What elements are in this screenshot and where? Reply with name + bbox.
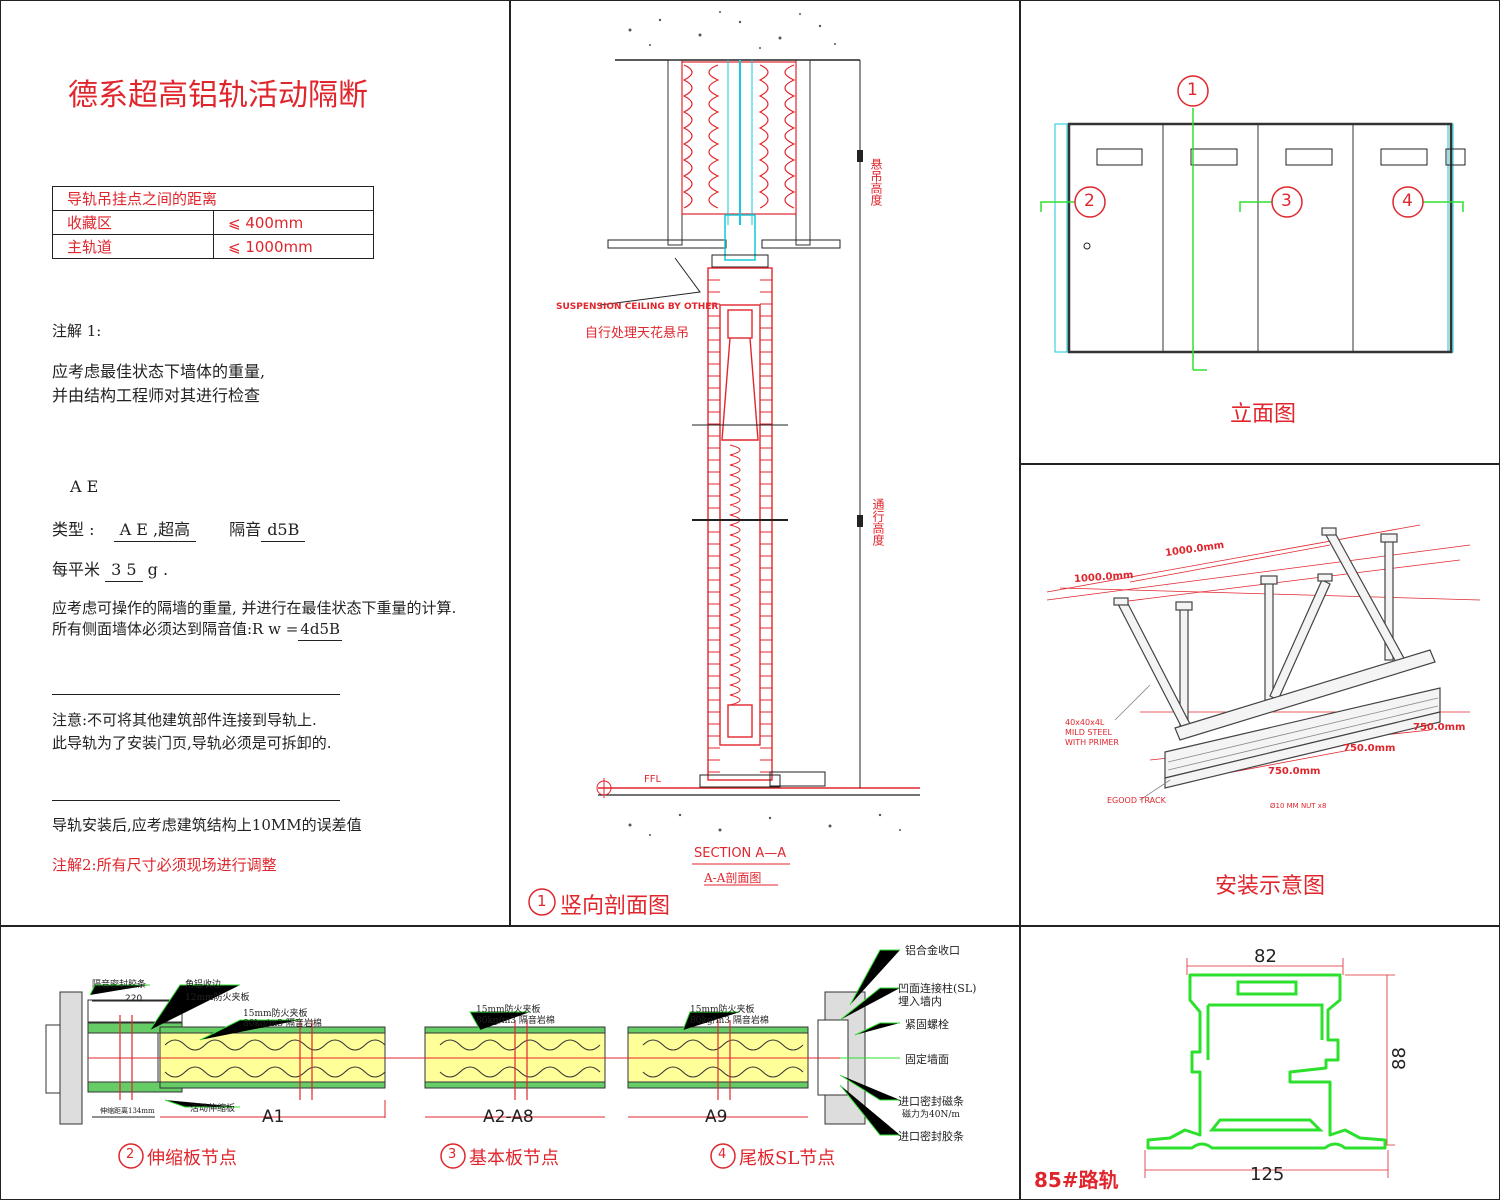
divider-line — [52, 694, 340, 695]
ae-label: A E — [70, 477, 99, 496]
callout-rockwool: 80kg/m3 隔音岩棉 — [243, 1019, 322, 1029]
elevation-caption: 立面图 — [1230, 402, 1297, 427]
steel-label-2: MILD STEEL — [1065, 728, 1112, 737]
label-aluminum-trim: 铝合金收口 — [905, 944, 960, 957]
rail-table-row-label: 主轨道 — [52, 234, 214, 259]
callout-right-board: 15mm防火夹板 — [690, 1005, 755, 1015]
caption-basic: 基本板节点 — [469, 1148, 559, 1169]
label-bolt: 紧固螺栓 — [905, 1018, 949, 1031]
label-seal-strip: 进口密封胶条 — [898, 1130, 964, 1143]
steel-label-3: WITH PRIMER — [1065, 738, 1119, 747]
callout-12mm-board: 12mm防火夹板 — [185, 993, 250, 1003]
elevation-marker-2: 2 — [1084, 191, 1095, 211]
pass-height-label: 通行高度 — [871, 498, 885, 546]
panel-label-a2: A2-A8 — [483, 1107, 534, 1127]
caption-number: 2 — [126, 1147, 135, 1162]
note1-title: 注解 1: — [52, 322, 102, 340]
section-title-cn: A-A剖面图 — [704, 871, 762, 885]
caption-number: 4 — [718, 1147, 727, 1162]
suspension-label-en: SUSPENSION CEILING BY OTHER — [556, 302, 719, 312]
weight-label: 每平米 — [52, 560, 101, 579]
type-value: A E ,超高 — [113, 520, 197, 542]
operable-line2-text: 所有侧面墙体必须达到隔音值:R w = — [52, 620, 299, 638]
caution-line2: 此导轨为了安装门页,导轨必须是可拆卸的. — [52, 734, 332, 752]
frame-notes-panel — [0, 0, 511, 927]
track-label: EGOOD TRACK — [1107, 796, 1166, 805]
sound-value: d5B — [261, 520, 306, 542]
elevation-marker-1: 1 — [1187, 80, 1198, 100]
dim-220: 220 — [125, 994, 143, 1004]
install-dim-bot3: 750.0mm — [1268, 766, 1321, 777]
profile-height: 88 — [1388, 1047, 1410, 1070]
note1-line1: 应考虑最佳状态下墙体的重量, — [52, 362, 266, 381]
label-magnet-force: 磁力为40N/m — [902, 1110, 960, 1120]
profile-caption: 85#路轨 — [1034, 1168, 1119, 1192]
operable-line2: 所有侧面墙体必须达到隔音值:R w =4d5B — [52, 618, 343, 641]
profile-width-top: 82 — [1254, 946, 1277, 967]
caption-number: 3 — [448, 1147, 457, 1162]
install-dim-bot2: 750.0mm — [1343, 743, 1396, 754]
note1-line2: 并由结构工程师对其进行检查 — [52, 386, 261, 405]
callout-mid-rockwool: 80kg/m3 隔音岩棉 — [476, 1016, 555, 1026]
label-fixed-wall: 固定墙面 — [905, 1053, 949, 1066]
caption-tail: 尾板SL节点 — [739, 1148, 836, 1169]
label-sl-post: 凹面连接柱(SL) — [898, 982, 977, 995]
label-embedded: 埋入墙内 — [898, 995, 942, 1008]
panel-label-a1: A1 — [262, 1107, 285, 1127]
operable-line1: 应考虑可操作的隔墙的重量, 并进行在最佳状态下重量的计算. — [52, 599, 457, 617]
rail-table-header: 导轨吊挂点之间的距离 — [52, 186, 374, 211]
callout-right-rockwool: 80kg/m3 隔音岩棉 — [690, 1016, 769, 1026]
hang-height-label: 悬吊高度 — [869, 158, 883, 206]
ffl-label: FFL — [644, 774, 662, 785]
rail-table-row-value: ⩽ 1000mm — [213, 234, 374, 259]
rail-table-row-value: ⩽ 400mm — [213, 210, 374, 235]
caption-telescopic: 伸缩板节点 — [147, 1148, 237, 1169]
steel-label-1: 40x40x4L — [1065, 718, 1105, 727]
install-dim-bot1: 750.0mm — [1413, 722, 1466, 733]
sound-label: 隔音 — [229, 520, 262, 539]
label-magnet-strip: 进口密封磁条 — [898, 1095, 964, 1108]
drawing-title: 德系超高铝轨活动隔断 — [68, 78, 368, 113]
tolerance-note: 导轨安装后,应考虑建筑结构上10MM的误差值 — [52, 816, 362, 834]
caution-line1: 注意:不可将其他建筑部件连接到导轨上. — [52, 711, 317, 729]
callout-telescopic-panel: 活动伸缩板 — [190, 1104, 236, 1114]
elevation-marker-4: 4 — [1402, 191, 1413, 211]
type-label: 类型 : — [52, 520, 95, 539]
panel-label-a9: A9 — [705, 1107, 728, 1127]
divider-line — [52, 800, 340, 801]
rail-distance-table: 导轨吊挂点之间的距离 收藏区 ⩽ 400mm 主轨道 ⩽ 1000mm — [52, 186, 374, 259]
elevation-marker-3: 3 — [1281, 191, 1292, 211]
suspension-label-cn: 自行处理天花悬吊 — [585, 326, 690, 341]
weight-value: 3 5 — [105, 560, 143, 582]
weight-row: 每平米 3 5 g . — [52, 556, 169, 582]
callout-telescopic-distance: 伸缩距离134mm — [100, 1107, 155, 1115]
callout-mid-board: 15mm防火夹板 — [476, 1005, 541, 1015]
operable-rw: 4d5B — [298, 620, 343, 641]
caption-number: 1 — [537, 892, 547, 910]
profile-width-bottom: 125 — [1250, 1164, 1285, 1185]
section-title: SECTION A—A — [694, 846, 787, 861]
note2: 注解2:所有尺寸必须现场进行调整 — [52, 856, 277, 874]
weight-unit: g . — [147, 560, 169, 579]
install-caption: 安装示意图 — [1215, 874, 1326, 899]
callout-angle-trim: 角铝收边 — [185, 980, 222, 990]
callout-15mm-board: 15mm防火夹板 — [243, 1009, 308, 1019]
callout-seal-strip: 隔音密封胶条 — [92, 980, 147, 990]
section-caption: 竖向剖面图 — [560, 894, 671, 919]
nut-label: Ø10 MM NUT x8 — [1270, 802, 1327, 810]
